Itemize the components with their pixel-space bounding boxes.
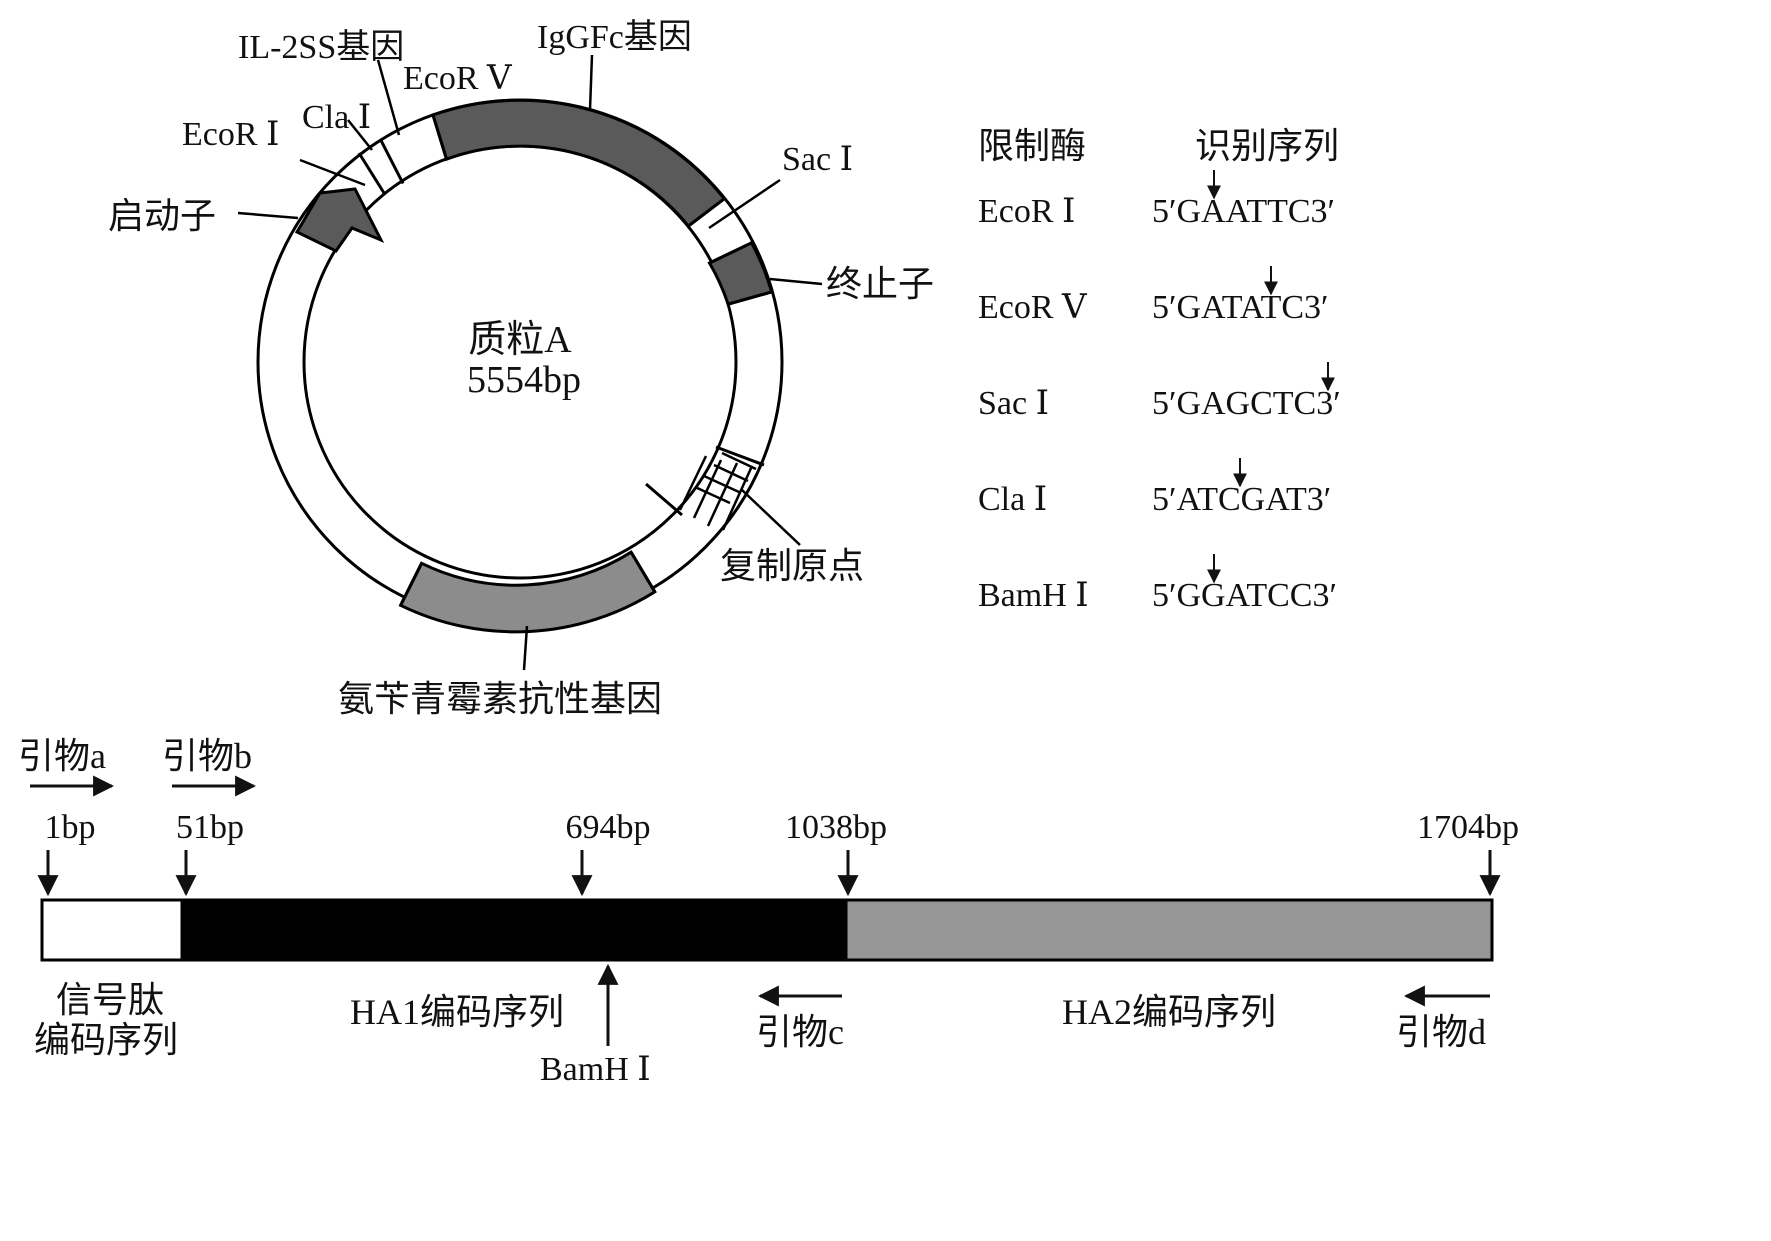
position-label: 1704bp — [1417, 809, 1519, 846]
position-label: 51bp — [176, 809, 244, 846]
recognition-sequence: 5′GGATCC3′ — [1152, 577, 1337, 614]
signal-peptide-segment — [40, 898, 184, 962]
replication-origin-label: 复制原点 — [720, 546, 864, 586]
recognition-sequence: 5′GAGCTC3′ — [1152, 385, 1341, 422]
ecori-site-label: EcoR Ⅰ — [182, 116, 279, 153]
promoter-arrow — [294, 187, 385, 253]
ecorv-site-label: EcoR Ⅴ — [403, 60, 513, 97]
enzyme-header: 限制酶 — [978, 126, 1086, 166]
gene-map: 引物a 引物b 1bp 51bp 694bp 1038bp 1704bp Bam… — [18, 736, 1519, 1088]
ha1-segment — [180, 898, 848, 962]
recognition-sequence: 5′GAATTC3′ — [1152, 193, 1335, 230]
ha2-segment — [844, 898, 1494, 962]
recognition-sequence: 5′GATATC3′ — [1152, 289, 1329, 326]
primer-c-label: 引物c — [756, 1012, 844, 1052]
bamhi-site-label: BamH Ⅰ — [540, 1051, 651, 1088]
promoter-label: 启动子 — [108, 196, 216, 236]
signal-peptide-label-line2: 编码序列 — [34, 1020, 178, 1060]
cla-site-label: Cla Ⅰ — [302, 99, 371, 136]
enzyme-name: BamH Ⅰ — [978, 577, 1089, 614]
figure-canvas: 质粒A 5554bp IL-2SS基因 EcoR Ⅴ IgGFc基因 Cla Ⅰ… — [18, 18, 1519, 1088]
figure: 质粒A 5554bp IL-2SS基因 EcoR Ⅴ IgGFc基因 Cla Ⅰ… — [18, 18, 1519, 1088]
iggfc-gene-label: IgGFc基因 — [537, 18, 692, 56]
plasmid-map: 质粒A 5554bp IL-2SS基因 EcoR Ⅴ IgGFc基因 Cla Ⅰ… — [108, 18, 934, 719]
signal-peptide-label: 信号肽 — [56, 980, 164, 1020]
primer-b-label: 引物b — [162, 736, 252, 776]
sequence-header: 识别序列 — [1195, 126, 1339, 166]
primer-d-label: 引物d — [1396, 1012, 1486, 1052]
plasmid-size: 5554bp — [467, 359, 581, 401]
recognition-sequence: 5′ATCGAT3′ — [1152, 481, 1331, 518]
segment-dividers — [357, 114, 773, 606]
position-arrows — [37, 850, 1501, 897]
leader-lines — [237, 54, 823, 671]
position-label: 694bp — [566, 809, 651, 846]
enzyme-name: Sac Ⅰ — [978, 385, 1049, 422]
replication-origin-segment — [678, 451, 757, 531]
amp-resistance-label: 氨苄青霉素抗性基因 — [338, 679, 662, 719]
ha2-label: HA2编码序列 — [1062, 992, 1276, 1032]
primer-a-label: 引物a — [18, 736, 106, 776]
cut-site-arrows — [1207, 170, 1335, 584]
enzyme-table: 限制酶 识别序列 EcoR Ⅰ 5′GAATTC3′ EcoR Ⅴ 5′GATA… — [978, 126, 1341, 614]
plasmid-name: 质粒A — [468, 319, 572, 361]
enzyme-name: EcoR Ⅴ — [978, 289, 1088, 326]
enzyme-name: Cla Ⅰ — [978, 481, 1047, 518]
position-label: 1038bp — [785, 809, 887, 846]
enzyme-name: EcoR Ⅰ — [978, 193, 1075, 230]
il2ss-gene-label: IL-2SS基因 — [238, 28, 404, 66]
saci-site-label: Sac Ⅰ — [782, 141, 853, 178]
ha1-label: HA1编码序列 — [350, 992, 564, 1032]
terminator-label: 终止子 — [826, 264, 934, 304]
position-label: 1bp — [45, 809, 96, 846]
